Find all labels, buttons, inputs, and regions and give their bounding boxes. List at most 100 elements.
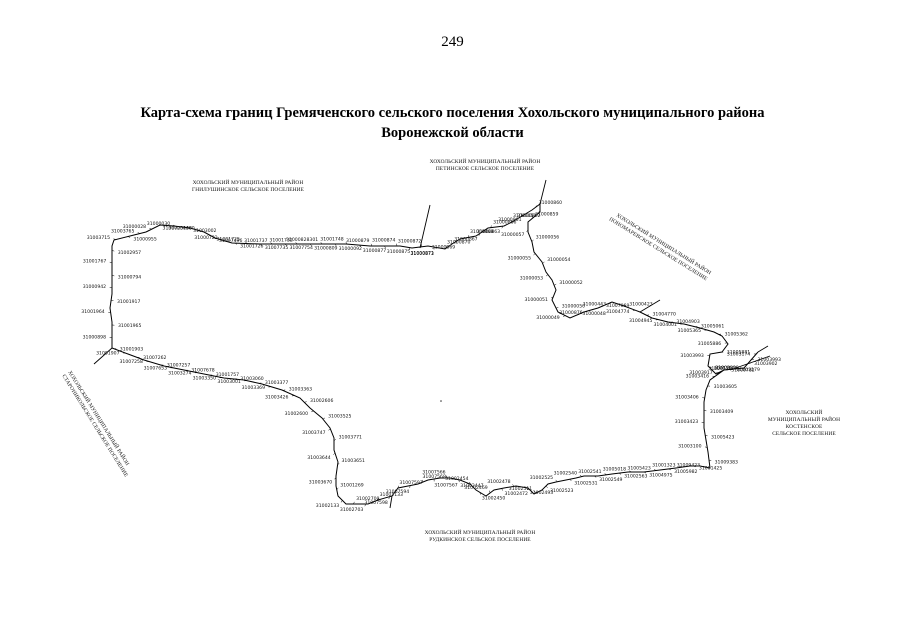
boundary-point-label: 31003765	[111, 229, 134, 235]
boundary-point-label: 31003060	[240, 376, 263, 382]
boundary-point-label: 31000053	[520, 276, 543, 282]
boundary-tick	[328, 428, 331, 431]
neighbor-east-line-1: ХОХОЛЬСКИЙ	[786, 408, 823, 416]
neighbor-north-left-line-2: ГНИЛУШИНСКОЕ СЕЛЬСКОЕ ПОСЕЛЕНИЕ	[192, 187, 305, 193]
boundary-point-label: 31002478	[487, 479, 510, 485]
boundary-point-label: 31001726	[240, 244, 263, 250]
boundary-tick	[467, 235, 470, 238]
boundary-tick	[187, 227, 191, 230]
boundary-point-label: 31000955	[133, 236, 156, 242]
neighbor-south-line-1: ХОХОЛЬСКИЙ МУНИЦИПАЛЬНЫЙ РАЙОН	[425, 528, 536, 536]
boundary-point-label: 31007653	[144, 366, 167, 372]
boundary-point-label: 31000898	[83, 335, 106, 341]
boundary-point-label: 31000048	[582, 311, 605, 317]
boundary-point-label: 31000866	[493, 220, 516, 226]
boundary-point-label: 31007754	[290, 245, 313, 251]
boundary-point-label: 31002703	[340, 507, 363, 513]
boundary-tick	[501, 488, 503, 491]
division-line	[419, 204, 431, 249]
boundary-tick	[576, 314, 580, 316]
boundary-tick	[525, 487, 528, 490]
boundary-point-label: 31000146	[168, 225, 191, 231]
division-line	[93, 347, 113, 365]
boundary-point-label: 31000051	[525, 297, 548, 303]
boundary-tick	[623, 304, 626, 307]
boundary-point-label: 31001757	[216, 372, 239, 378]
boundary-point-label: 31000867	[454, 237, 477, 243]
boundary-tick	[397, 485, 399, 489]
boundary-tick	[162, 224, 166, 227]
boundary-tick	[535, 205, 537, 208]
boundary-point-label: 31004774	[606, 309, 629, 315]
boundary-tick	[488, 490, 491, 493]
boundary-point-label: 31002454	[445, 476, 468, 482]
boundary-point-label: 31000879	[346, 238, 369, 244]
boundary-line	[109, 203, 759, 505]
boundary-tick	[701, 422, 705, 424]
boundary-tick	[353, 501, 355, 505]
boundary-tick	[377, 497, 379, 501]
boundary-point-label: 31000028	[123, 224, 146, 230]
boundary-point-label: 31001732	[269, 238, 292, 244]
boundary-tick	[579, 474, 582, 477]
boundary-tick	[220, 238, 223, 241]
boundary-point-label: 31000443	[583, 301, 606, 307]
boundary-tick	[111, 275, 115, 277]
boundary-point-label: 31003747	[302, 430, 325, 436]
boundary-tick	[109, 287, 113, 289]
boundary-tick	[455, 241, 457, 244]
boundary-tick	[370, 243, 373, 247]
boundary-tick	[563, 315, 566, 317]
boundary-tick	[533, 253, 536, 256]
boundary-point-label: 31003993	[758, 357, 781, 363]
boundary-point-label: 31001917	[117, 299, 140, 305]
boundary-point-label: 31003369	[242, 385, 265, 391]
boundary-point-label: 31002563	[624, 474, 647, 480]
boundary-point-label: 31003670	[309, 480, 332, 486]
boundary-point-label: 31003416	[686, 374, 709, 380]
boundary-point-label: 31000055	[508, 255, 531, 261]
boundary-point-label: 31000859	[535, 212, 558, 218]
boundary-tick	[113, 238, 116, 240]
boundary-line-group	[109, 203, 759, 505]
boundary-tick	[304, 401, 307, 403]
boundary-tick	[531, 239, 534, 242]
boundary-point-label: 31000179	[708, 366, 731, 372]
boundary-point-label: 31001767	[83, 259, 106, 265]
boundary-point-label: 31005423	[711, 434, 734, 440]
boundary-tick	[334, 243, 337, 247]
boundary-point-label: 31003409	[710, 409, 733, 415]
boundary-tick	[458, 479, 460, 483]
boundary-point-label: 31003001	[217, 379, 240, 385]
boundary-tick	[554, 283, 557, 286]
boundary-point-label: 31000863	[477, 229, 500, 235]
boundary-tick	[668, 468, 671, 471]
boundary-point-label: 31002606	[310, 398, 333, 404]
boundary-point-label: 31000030	[147, 221, 170, 227]
boundary-point-label: 31003174	[727, 352, 750, 358]
boundary-point-label: 31003002	[193, 228, 216, 234]
boundary-tick	[703, 466, 706, 468]
boundary-tick	[594, 475, 597, 478]
boundary-point-label: 31001907	[96, 350, 119, 356]
boundary-point-label: 31000049	[536, 315, 559, 321]
boundary-point-label: 31003993	[680, 353, 703, 359]
boundary-point-label: 31003406	[675, 395, 698, 401]
boundary-tick	[526, 229, 529, 232]
division-lines	[93, 179, 771, 509]
boundary-point-label: 31002957	[118, 250, 141, 256]
division-line	[757, 345, 769, 353]
boundary-point-label: 31000423	[629, 302, 652, 308]
boundary-tick	[478, 233, 481, 236]
boundary-point-label: 31001737	[244, 238, 267, 244]
boundary-tick	[704, 446, 708, 448]
boundary-point-label: 31001965	[118, 323, 141, 329]
boundary-point-label: 31000056	[536, 235, 559, 241]
boundary-point-label: 31004975	[649, 472, 672, 478]
map-title-line-2: Воронежской области	[381, 125, 524, 141]
boundary-point-label: 31002600	[285, 411, 308, 417]
boundary-tick	[127, 236, 131, 238]
boundary-point-label: 31002447	[460, 483, 483, 489]
boundary-tick	[364, 503, 367, 507]
boundary-point-label: 31005061	[701, 324, 724, 330]
